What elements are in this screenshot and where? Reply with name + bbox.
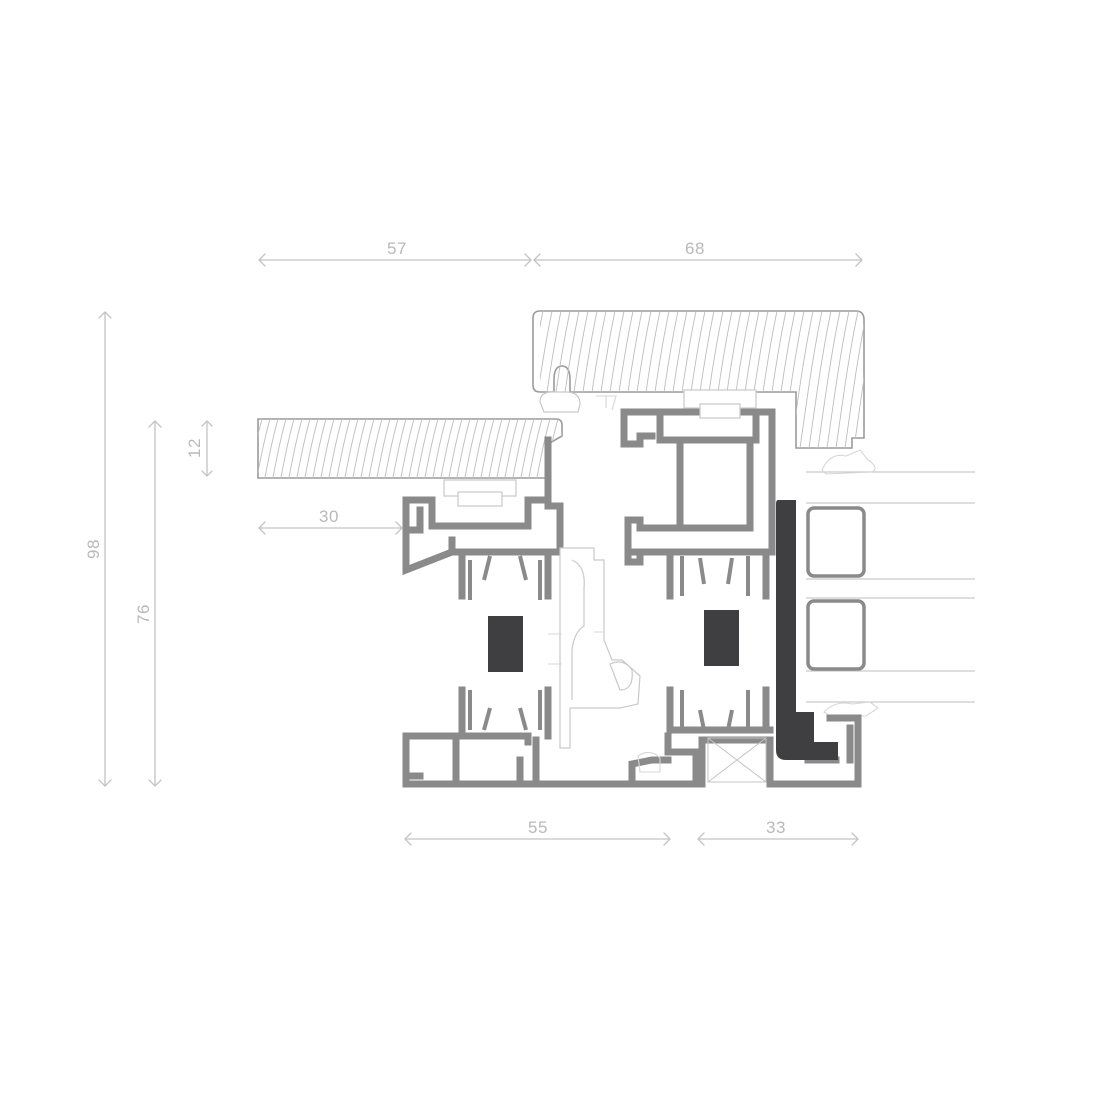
timber-cladding-frame: [257, 418, 563, 479]
dim-label-98: 98: [84, 539, 103, 559]
dim-label-12: 12: [185, 438, 204, 458]
dimension-lines: [98, 253, 863, 846]
gasket-body: [548, 547, 661, 773]
dim-label-68: 68: [685, 239, 705, 258]
dim-label-55: 55: [528, 818, 548, 837]
dim-label-33: 33: [766, 818, 786, 837]
insert-box: [707, 737, 767, 783]
frame-profile: [402, 436, 700, 788]
dim-label-76: 76: [134, 604, 153, 624]
fixing-beads: [443, 389, 757, 507]
glazing-unit: [806, 449, 975, 717]
dimension-labels: 57 68 30 55 33 98 76 12: [84, 239, 786, 837]
glazing-seal: [776, 500, 838, 760]
thermal-break-right: [704, 610, 739, 666]
sash-profile: [620, 408, 862, 788]
thermal-break-left: [488, 616, 523, 672]
dim-label-57: 57: [387, 239, 407, 258]
dim-label-30: 30: [319, 507, 339, 526]
